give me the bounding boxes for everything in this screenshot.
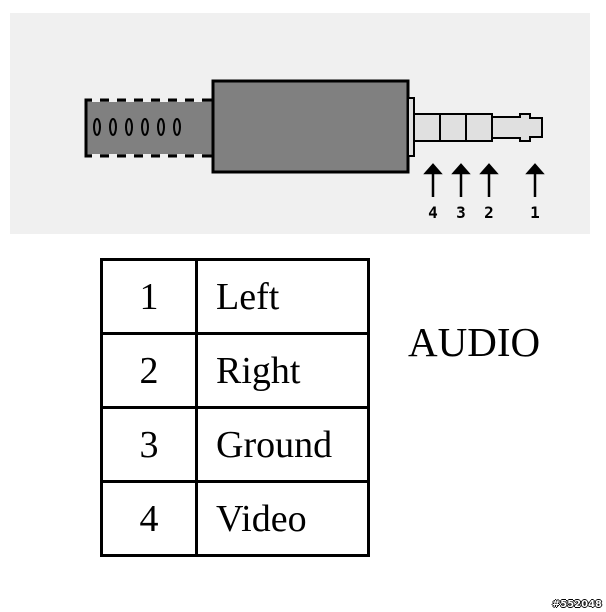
signal-cell: Ground (195, 406, 370, 483)
plug-contacts (413, 113, 543, 142)
signal-cell: Right (195, 332, 370, 409)
watermark: #552048 (551, 599, 602, 610)
pin-number: 3 (456, 203, 466, 222)
cable-strain-relief (84, 96, 216, 160)
pin-cell: 2 (100, 332, 198, 409)
audio-group-label: AUDIO (408, 319, 541, 365)
pin-cell: 3 (100, 406, 198, 483)
signal-cell: Left (195, 258, 370, 335)
plug-body (211, 79, 410, 174)
pin-cell: 1 (100, 258, 198, 335)
signal-cell: Video (195, 480, 370, 557)
pin-cell: 4 (100, 480, 198, 557)
trrs-plug-diagram: 4 3 2 1 (84, 79, 545, 222)
pin-number: 2 (484, 203, 494, 222)
pin-number: 4 (428, 203, 438, 222)
pin-arrows (423, 163, 545, 197)
pin-number: 1 (530, 203, 540, 222)
